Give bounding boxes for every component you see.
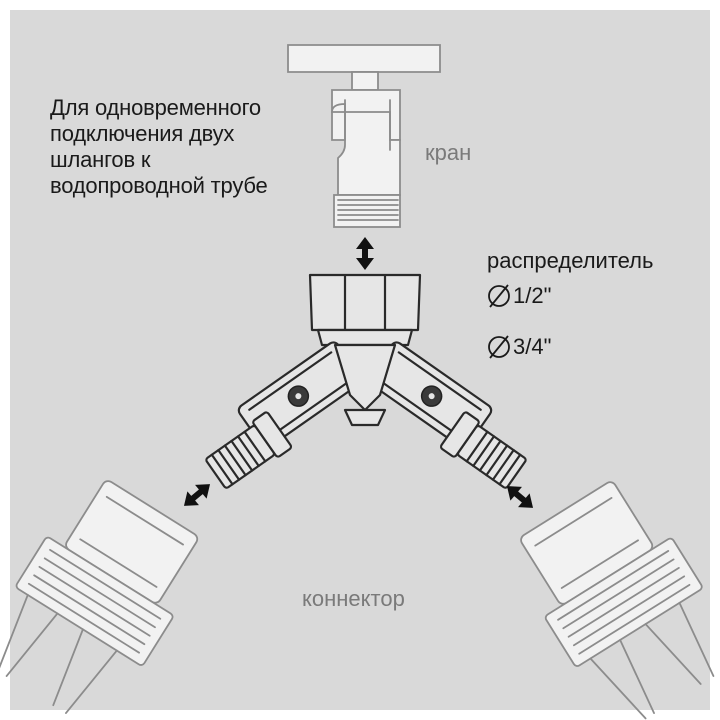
left-connector-illustration bbox=[0, 480, 199, 715]
diameter-icon bbox=[488, 335, 510, 359]
distributor-illustration bbox=[205, 273, 527, 489]
double-arrow-icon bbox=[356, 237, 374, 270]
double-arrow-icon bbox=[506, 486, 534, 508]
faucet-illustration bbox=[287, 44, 441, 228]
description-text: Для одновременного подключения двух шлан… bbox=[50, 95, 268, 198]
size-half-inch: 1/2" bbox=[486, 283, 551, 309]
size-three-quarter-value: 3/4" bbox=[513, 334, 552, 359]
faucet-label: кран bbox=[425, 140, 472, 165]
size-half-value: 1/2" bbox=[513, 283, 552, 308]
right-connector-illustration bbox=[520, 481, 715, 720]
connector-label: коннектор bbox=[302, 586, 405, 611]
diameter-icon bbox=[488, 284, 510, 308]
distributor-label: распределитель bbox=[487, 248, 654, 273]
double-arrow-icon bbox=[183, 484, 211, 506]
size-three-quarter-inch: 3/4" bbox=[486, 334, 551, 360]
